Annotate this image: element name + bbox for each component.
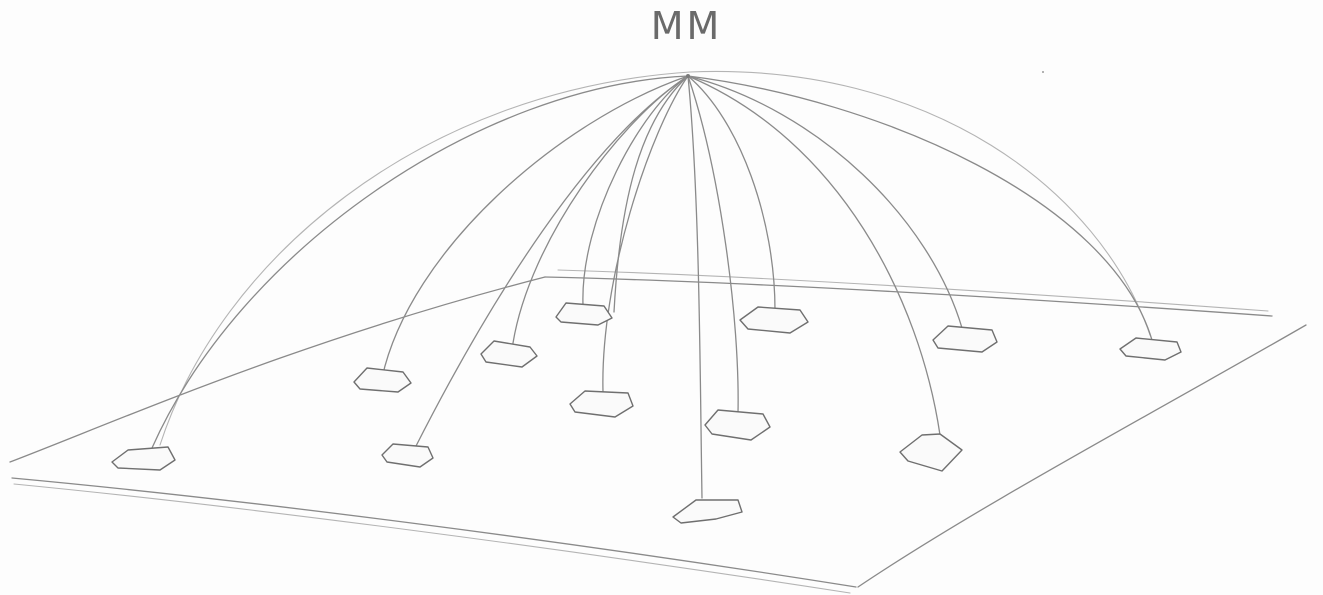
plane-edge-front <box>11 477 857 588</box>
arc-10 <box>687 75 776 311</box>
arc-9 <box>687 75 739 414</box>
plane-edge-back-second <box>557 269 1269 312</box>
node-patch <box>899 433 963 472</box>
node-patch <box>739 306 809 334</box>
arc-1 <box>151 75 689 449</box>
arc-12 <box>687 75 963 329</box>
arc-4 <box>512 75 689 344</box>
nodes <box>111 302 1182 524</box>
ground-plane <box>9 269 1307 594</box>
node-patch <box>1119 337 1182 361</box>
arc-7 <box>613 75 689 313</box>
node-patch <box>932 325 998 353</box>
plane-edge-right <box>857 324 1307 588</box>
node-patch <box>480 340 538 368</box>
arc-11 <box>687 75 941 436</box>
node-patch <box>569 390 634 418</box>
node-patch <box>555 302 613 326</box>
node-patch <box>672 499 743 524</box>
arc-6 <box>602 75 689 393</box>
plane-edge-left <box>9 276 546 463</box>
node-patch <box>353 367 412 393</box>
connection-arcs <box>151 75 1153 499</box>
node-patch <box>381 443 434 468</box>
hub-label: MM <box>650 4 723 48</box>
dome-arc <box>159 70 1151 446</box>
plane-edge-back <box>544 276 1273 317</box>
arc-2 <box>381 75 689 379</box>
node-patch <box>111 446 176 471</box>
stray-mark <box>1042 71 1044 73</box>
node-patch <box>704 409 771 441</box>
arc-3 <box>414 75 689 449</box>
arc-13 <box>687 75 1153 341</box>
arc-5 <box>582 75 689 306</box>
arc-8 <box>687 75 703 499</box>
plane-edge-front-second <box>13 483 851 594</box>
hub-point <box>686 74 690 78</box>
